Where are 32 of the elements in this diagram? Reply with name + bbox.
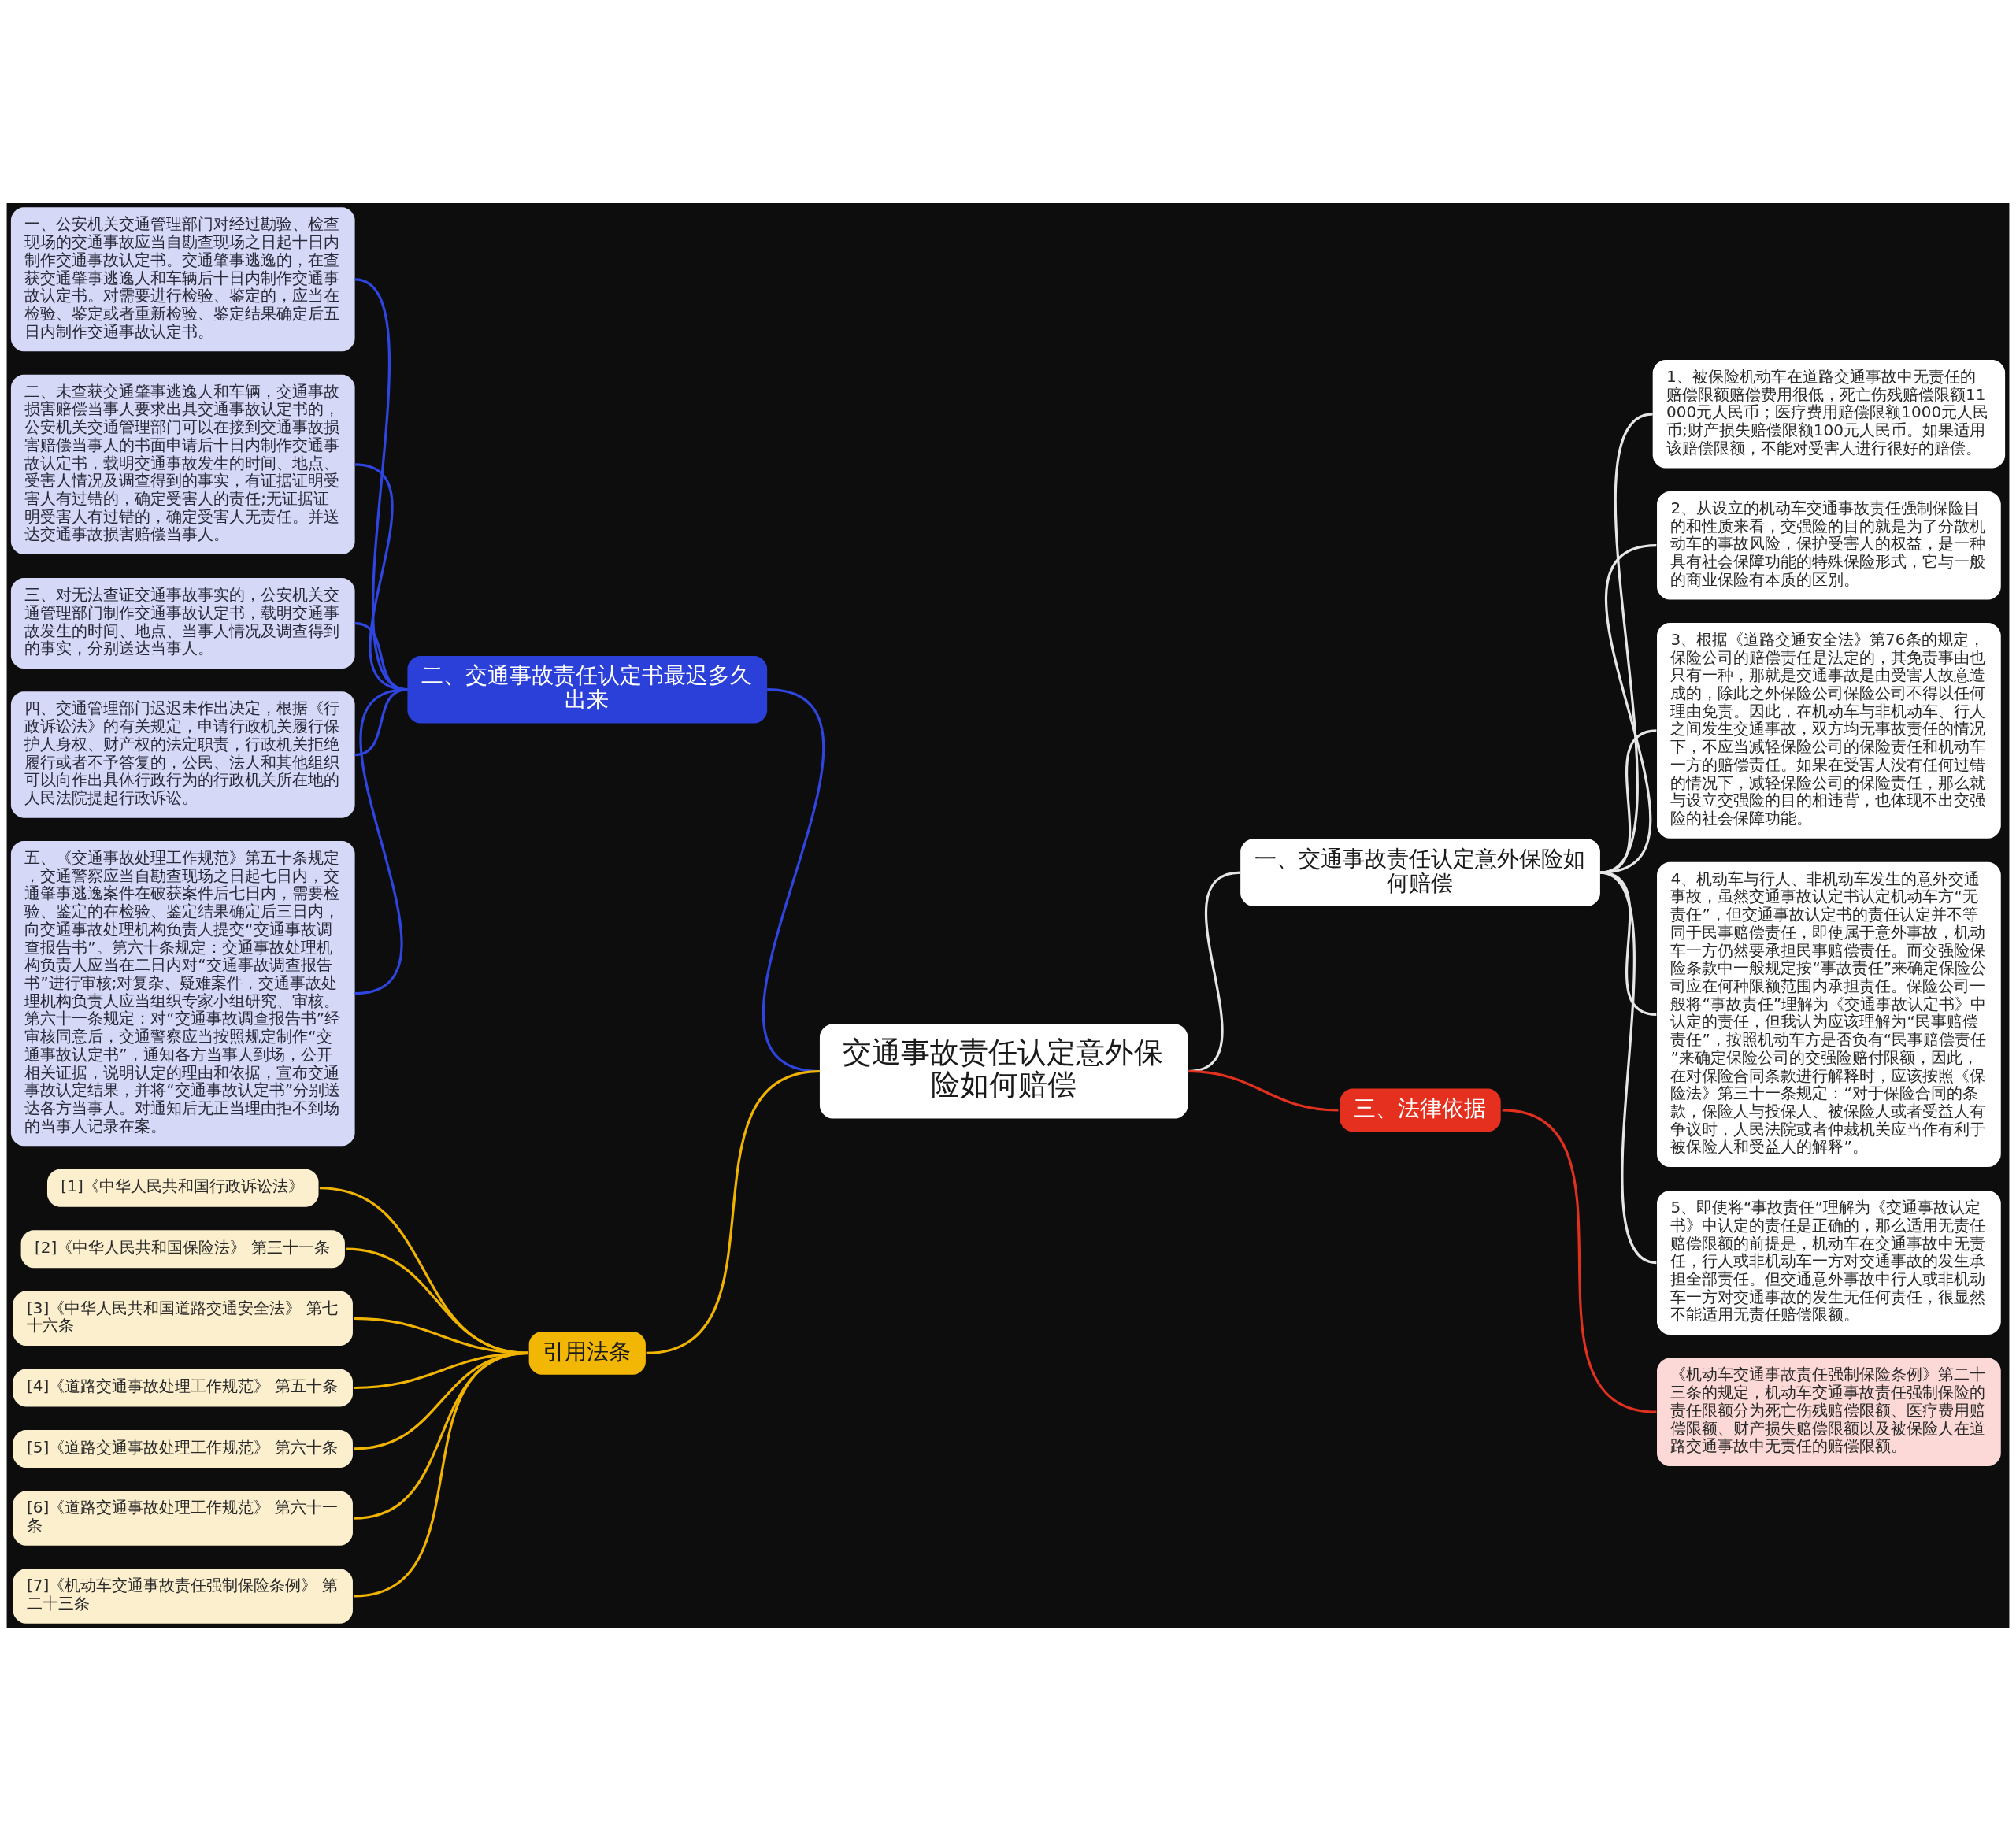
node-box: 五、《交通事故处理工作规范》第五十条规定，交通警察应当自勘查现场之日起七日内，交通肇事逃逸案件在破获案件后七日内，需要检验、鉴定的在检验、鉴定结果确定后三日内，向交通事故处理机构负责人提交“交通事故调查报告书”。第六十条规定：交通事故处理机构负责人应当在二日内对“交通事故调查报告书”进行审核;对复杂、疑难案件，交通事故处理机构负责人应当组织专家小组研究、审核。第六十一条规定：对“交通事故调查报告书”经审核同意后，交通警察应当按照规定制作“交通事故认定书”，通知各方当事人到场，公开相关证据，说明认定的理由和依据，宣布交通事故认定结果，并将“交通事故认定书”分别送达各方当事人。对通知后无正当理由拒不到场的当事人记录在案。 xyxy=(10,840,355,1146)
node-box: [7]《机动车交通事故责任强制保险条例》 第二十三条 xyxy=(13,1568,353,1624)
connector xyxy=(354,687,408,995)
connector xyxy=(1599,871,1657,1264)
node-box: [4]《道路交通事故处理工作规范》 第五十条 xyxy=(13,1368,353,1407)
node-box: 4、机动车与行人、非机动车发生的意外交通事故，虽然交通事故认定书认定机动车方“无责任”，但交通事故认定书的责任认定并不等同于民事赔偿责任，即使属于意外事故，机动车一方仍然要承担民事赔偿责任。而交强险保险条款中一般规定按“事故责任”来确定保险公司应在何种限额范围内承担责任。保险公司一般将“事故责任”理解为《交通事故认定书》中认定的责任，但我认为应该理解为“民事赔偿责任”，按照机动车方是否负有“民事赔偿责任”来确定保险公司的交强险赔付限额，因此，在对保险合同条款进行解释时，应该按照《保险法》第三十一条规定：“对于保险合同的条款，保险人与投保人、被保险人或者受益人有争议时，人民法院或者仲裁机关应当作有利于被保险人和受益人的解释”。 xyxy=(1657,861,2001,1167)
node-box: 二、未查获交通肇事逃逸人和车辆，交通事故损害赔偿当事人要求出具交通事故认定书的，公安机关交通管理部门可以在接到交通事故损害赔偿当事人的书面申请后十日内制作交通事故认定书，载明交通事故发生的时间、地点、受害人情况及调查得到的事实，有证据证明受害人有过错的，确定受害人的责任;无证据证明受害人有过错的，确定受害人无责任。并送达交通事故损害赔偿当事人。 xyxy=(10,374,355,554)
node-box: 二、交通事故责任认定书最迟多久出来 xyxy=(407,655,768,723)
node-box: 一、交通事故责任认定意外保险如何赔偿 xyxy=(1240,838,1600,906)
connector xyxy=(1502,1108,1657,1413)
node-box: 一、公安机关交通管理部门对经过勘验、检查现场的交通事故应当自勘查现场之日起十日内制作交通事故认定书。交通肇事逃逸的，在查获交通肇事逃逸人和车辆后十日内制作交通事故认定书。对需要进行检验、鉴定的，应当在检验、鉴定或者重新检验、鉴定结果确定后五日内制作交通事故认定书。 xyxy=(10,206,355,351)
connector xyxy=(1188,1069,1339,1111)
node-box: 5、即使将“事故责任”理解为《交通事故认定书》中认定的责任是正确的，那么适用无责任赔偿限额的前提是，机动车在交通事故中无责任，行人或非机动车一方对交通事故的发生承担全部责任。但交通意外事故中行人或非机动车一方对交通事故的发生无任何责任，很显然不能适用无责任赔偿限额。 xyxy=(1657,1190,2001,1335)
node-box: [6]《道路交通事故处理工作规范》 第六十一条 xyxy=(13,1490,353,1546)
node-box: 交通事故责任认定意外保险如何赔偿 xyxy=(819,1023,1188,1119)
node-box: [2]《中华人民共和国保险法》 第三十一条 xyxy=(20,1229,345,1268)
node-box: 1、被保险机动车在道路交通事故中无责任的赔偿限额赔偿费用很低，死亡伤残赔偿限额11000元人民币；医疗费用赔偿限额1000元人民币;财产损失赔偿限额100元人民币。如果适用该赔偿限额，不能对受害人进行很好的赔偿。 xyxy=(1652,359,2006,469)
node-box: [1]《中华人民共和国行政诉讼法》 xyxy=(47,1169,319,1207)
node-box: [3]《中华人民共和国道路交通安全法》 第七十六条 xyxy=(13,1291,353,1346)
connector xyxy=(762,687,825,1072)
connector xyxy=(1599,728,1657,874)
connector xyxy=(646,1069,821,1354)
connector xyxy=(354,1351,529,1597)
node-box: 《机动车交通事故责任强制保险条例》第二十三条的规定，机动车交通事故责任强制保险的责任限额分为死亡伤残赔偿限额、医疗费用赔偿限额、财产损失赔偿限额以及被保险人在道路交通事故中无责任的赔偿限额。 xyxy=(1657,1357,2001,1466)
node-box: 2、从设立的机动车交通事故责任强制保险目的和性质来看，交强险的目的就是为了分散机动车的事故风险，保护受害人的权益，是一种具有社会保障功能的特殊保险形式，它与一般的商业保险有本质的区别。 xyxy=(1657,491,2001,599)
node-box: 四、交通管理部门迟迟未作出决定，根据《行政诉讼法》的有关规定，申请行政机关履行保护人身权、财产权的法定职责，行政机关拒绝履行或者不予答复的，公民、法人和其他组织可以向作出具体行政行为的行政机关所在地的人民法院提起行政诉讼。 xyxy=(10,691,355,818)
node-box: 3、根据《道路交通安全法》第76条的规定，保险公司的赔偿责任是法定的，其免责事由也只有一种，那就是交通事故是由受害人故意造成的，除此之外保险公司保险公司不得以任何理由免责。因此，在机动车与非机动车、行人之间发生交通事故，双方均无事故责任的情况下，不应当减轻保险公司的保险责任和机动车一方的赔偿责任。如果在受害人没有任何过错的情况下，减轻保险公司的保险责任，那么就与设立交强险的目的相违背，也体现不出交强险的社会保障功能。 xyxy=(1657,622,2001,839)
connector xyxy=(1599,543,1657,874)
node-box: [5]《道路交通事故处理工作规范》 第六十条 xyxy=(13,1429,353,1468)
node-box: 三、法律依据 xyxy=(1340,1088,1501,1132)
node-box: 三、对无法查证交通事故事实的，公安机关交通管理部门制作交通事故认定书，载明交通事故发生的时间、地点、当事人情况及调查得到的事实，分别送达当事人。 xyxy=(10,577,355,669)
node-box: 引用法条 xyxy=(528,1331,646,1375)
